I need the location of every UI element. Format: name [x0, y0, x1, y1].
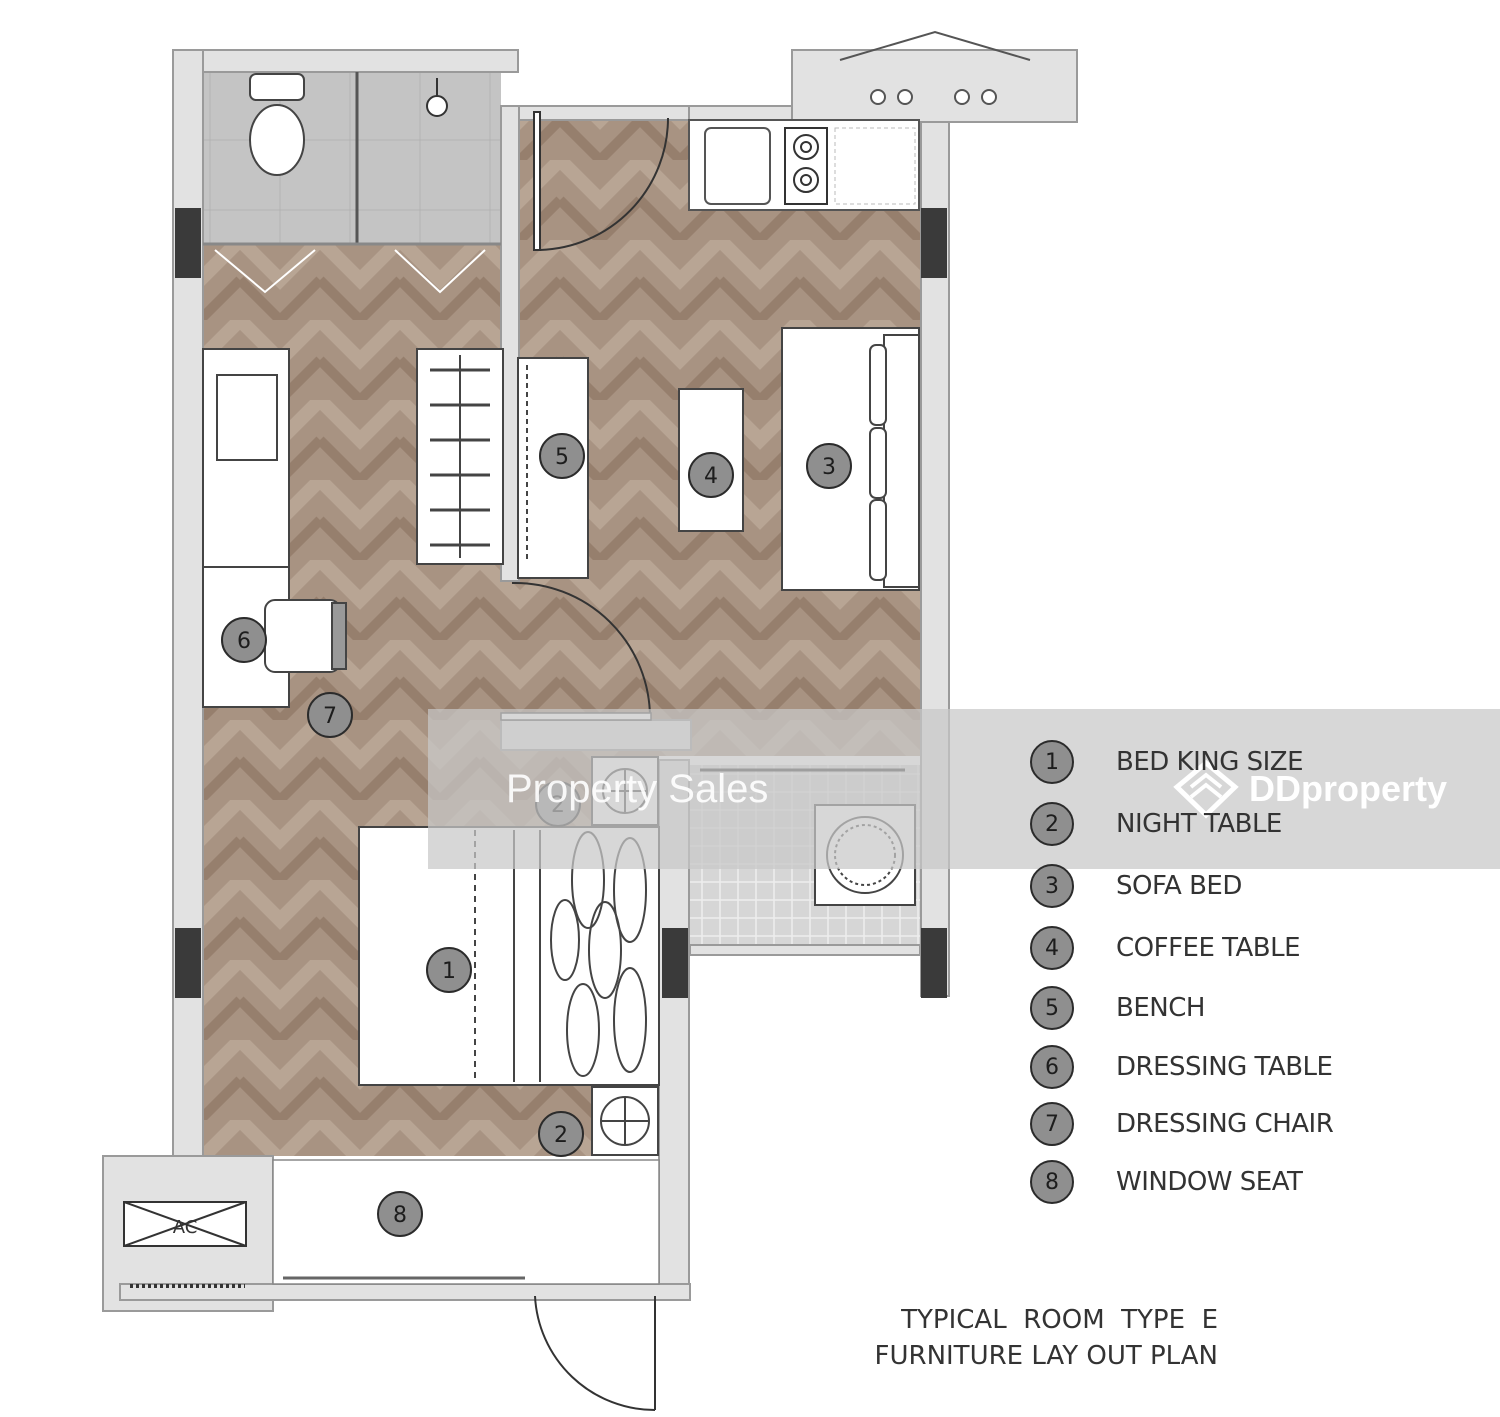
- legend-item: 6 DRESSING TABLE: [1030, 1043, 1333, 1091]
- dressing-chair: [264, 599, 347, 673]
- caption-line-2: FURNITURE LAY OUT PLAN: [874, 1341, 1218, 1371]
- legend-item: 8 WINDOW SEAT: [1030, 1158, 1303, 1206]
- legend-number-badge: 2: [1030, 802, 1074, 846]
- balcony-door: [534, 1295, 656, 1412]
- marker-number: 5: [555, 445, 569, 470]
- marker-number: 4: [704, 464, 718, 489]
- bed: [358, 826, 660, 1086]
- entry-door: [533, 111, 669, 251]
- legend-label: COFFEE TABLE: [1116, 933, 1301, 963]
- legend-number-badge: 1: [1030, 740, 1074, 784]
- marker-number: 6: [237, 629, 251, 654]
- legend-item: 3 SOFA BED: [1030, 862, 1242, 910]
- marker-number: 7: [323, 704, 337, 729]
- marker-number: 3: [822, 455, 836, 480]
- legend-item: 1 BED KING SIZE: [1030, 738, 1304, 786]
- plan-markers: 122345678: [221, 433, 852, 1237]
- marker-number: 1: [442, 959, 456, 984]
- caption-line-1: TYPICAL ROOM TYPE E: [901, 1305, 1218, 1335]
- marker-number: 8: [393, 1203, 407, 1228]
- legend-label: DRESSING CHAIR: [1116, 1109, 1334, 1139]
- legend-label: BENCH: [1116, 993, 1205, 1023]
- night-table-bottom: [591, 1086, 659, 1156]
- legend-label: WINDOW SEAT: [1116, 1167, 1303, 1197]
- legend-label: DRESSING TABLE: [1116, 1052, 1333, 1082]
- legend-number-badge: 7: [1030, 1102, 1074, 1146]
- legend-label: BED KING SIZE: [1116, 747, 1304, 777]
- ddproperty-logo: DDproperty: [1173, 759, 1447, 819]
- legend-item: 7 DRESSING CHAIR: [1030, 1100, 1334, 1148]
- legend-label: NIGHT TABLE: [1116, 809, 1282, 839]
- marker-sofa-bed: 3: [806, 443, 852, 489]
- marker-coffee-table: 4: [688, 452, 734, 498]
- ac-unit: [123, 1201, 247, 1247]
- watermark-text: Property Sales: [506, 767, 769, 811]
- legend-item: 5 BENCH: [1030, 984, 1205, 1032]
- plan-caption: TYPICAL ROOM TYPE E FURNITURE LAY OUT PL…: [875, 1302, 1218, 1374]
- legend-label: SOFA BED: [1116, 871, 1242, 901]
- legend-item: 4 COFFEE TABLE: [1030, 924, 1301, 972]
- bedroom-door: [511, 581, 651, 719]
- marker-dressing-table: 6: [221, 617, 267, 663]
- wardrobe: [416, 348, 504, 565]
- kitchenette: [688, 119, 920, 211]
- legend-item: 2 NIGHT TABLE: [1030, 800, 1282, 848]
- ddproperty-brand: DDproperty: [1249, 768, 1448, 809]
- legend-number-badge: 5: [1030, 986, 1074, 1030]
- marker-night-table-bottom: 2: [538, 1111, 584, 1157]
- legend-number-badge: 8: [1030, 1160, 1074, 1204]
- wall-columns: [175, 208, 947, 998]
- marker-window-seat: 8: [377, 1191, 423, 1237]
- stove-icon: [784, 127, 828, 205]
- watermark-banner: Property Sales DDproperty: [428, 709, 1500, 869]
- toilet-icon: [249, 73, 305, 176]
- vanity: [202, 348, 290, 568]
- marker-bed: 1: [426, 947, 472, 993]
- legend-number-badge: 3: [1030, 864, 1074, 908]
- legend-number-badge: 6: [1030, 1045, 1074, 1089]
- ddproperty-logo-icon: [1173, 759, 1239, 819]
- bathroom-floor: [203, 72, 501, 244]
- legend-number-badge: 4: [1030, 926, 1074, 970]
- balcony-top: [839, 30, 1031, 105]
- shower-head-icon: [426, 78, 448, 117]
- bathroom-doors: [214, 249, 486, 294]
- marker-dressing-chair: 7: [307, 692, 353, 738]
- kitchen-counter: [834, 127, 916, 205]
- marker-bench: 5: [539, 433, 585, 479]
- ac-label: AC: [173, 1217, 198, 1238]
- window-seat: [272, 1159, 660, 1285]
- marker-number: 2: [554, 1123, 568, 1148]
